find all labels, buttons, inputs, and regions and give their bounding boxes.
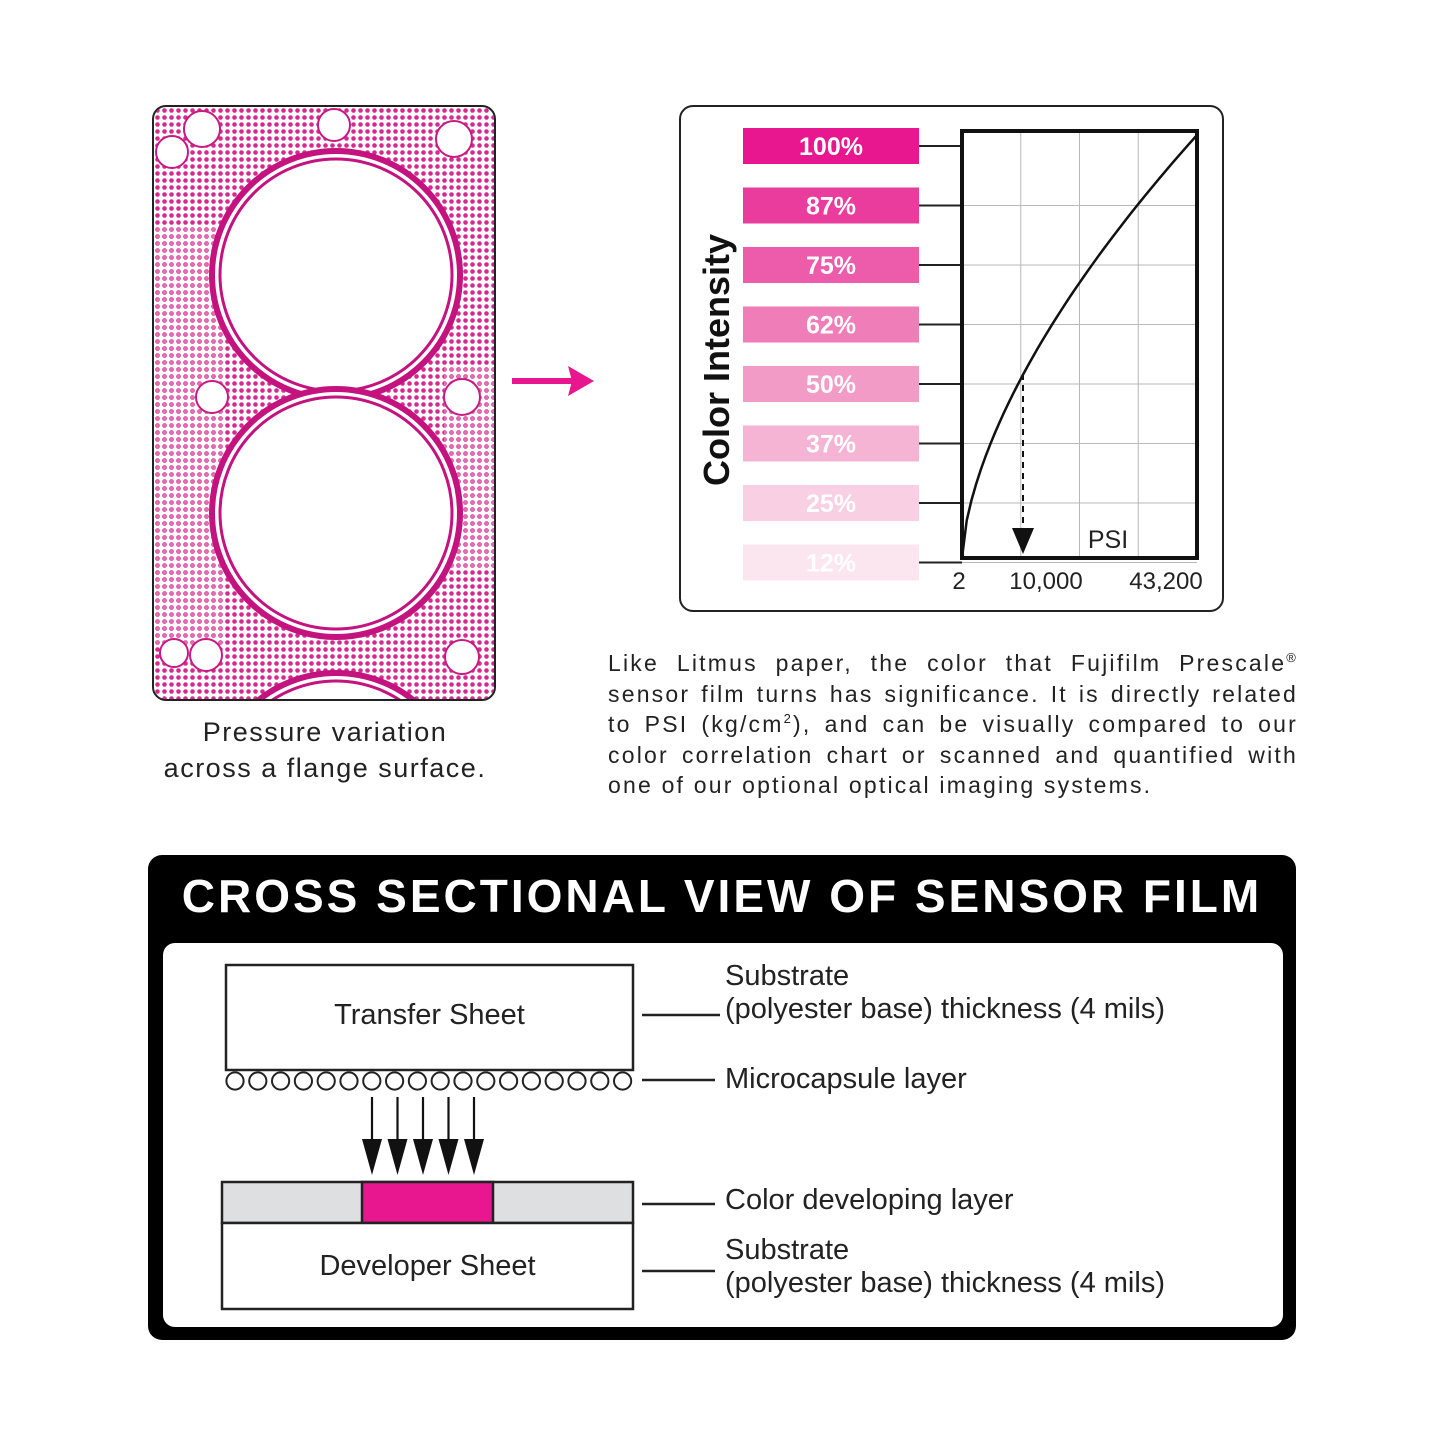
intensity-label: 100% [799,133,863,161]
microcapsule [590,1071,610,1091]
microcapsule [544,1071,564,1091]
x-tick-label: 2 [952,568,965,595]
intensity-swatch [743,425,919,462]
intensity-swatch [743,128,919,164]
intensity-label: 62% [806,312,856,340]
microcapsule [248,1071,268,1091]
description-line2: sensor film turns has significance. It i… [608,680,1298,707]
intensity-label: 25% [806,490,856,518]
intensity-swatch [743,247,919,283]
x-tick-label: 43,200 [1129,568,1202,595]
microcapsule [499,1071,519,1091]
microcapsule [293,1071,313,1091]
intensity-label: 12% [806,550,856,578]
microcapsule [613,1071,633,1091]
gasket-caption-line1: Pressure variation [202,717,448,747]
cross-section-panel: CROSS SECTIONAL VIEW OF SENSOR FILM Tran… [148,855,1296,1340]
microcapsule [407,1071,427,1091]
cross-section-drawing [220,963,720,1311]
intensity-label: 50% [806,371,856,399]
microcapsule [385,1071,405,1091]
registered-mark: ® [1286,650,1298,665]
microcapsule [521,1071,541,1091]
plot-frame [960,129,1199,560]
x-axis-title: PSI [1088,526,1128,554]
highlight-arrowhead [1012,528,1034,554]
pressure-arrowhead [464,1139,484,1175]
developed-color-area [360,1180,495,1225]
developer-sheet-label: Developer Sheet [319,1250,536,1282]
pressure-arrows [362,1097,484,1175]
gasket-illustration [154,107,494,699]
description-paragraph: Like Litmus paper, the color that Fujifi… [608,648,1298,801]
substrate-top-line2: (polyester base) thickness (4 mils) [725,993,1165,1025]
pressure-arrowhead [387,1139,408,1175]
description-line3b: ), and can be visually compared to our [793,711,1298,737]
microcapsule-row [225,1071,633,1091]
intensity-label: 87% [806,193,856,221]
developer-sheet-box [220,1221,635,1311]
substrate-bottom-label: Substrate (polyester base) thickness (4 … [725,1234,1165,1300]
description-line1: Like Litmus paper, the color that Fujifi… [608,650,1287,676]
intensity-swatch [743,187,919,224]
arrow-right-icon [512,366,594,396]
gasket-caption: Pressure variation across a flange surfa… [110,714,540,786]
x-tick-label: 10,000 [1009,568,1082,595]
microcapsule-label: Microcapsule layer [725,1063,967,1095]
microcapsule [339,1071,359,1091]
substrate-bottom-line2: (polyester base) thickness (4 mils) [725,1267,1165,1299]
superscript-2: 2 [783,711,794,726]
transfer-sheet-label: Transfer Sheet [334,999,525,1031]
pressure-arrowhead [413,1139,433,1175]
description-line4: color correlation chart or scanned and q… [608,741,1298,768]
y-axis-title: Color Intensity [696,233,737,487]
intensity-swatch [743,366,919,402]
gasket-caption-line2: across a flange surface. [163,753,487,783]
transfer-sheet-box [224,963,635,1072]
chart-plot: 100% 87% 75% 62% 50% 37% 25% 12% PSI 2 10,000 43,20… [743,128,1203,595]
intensity-label: 75% [806,252,856,280]
microcapsule [362,1071,382,1091]
substrate-top-line1: Substrate [725,960,850,992]
microcapsule [271,1071,291,1091]
description-line3a: to PSI (kg/cm [608,711,784,737]
cross-section-title: CROSS SECTIONAL VIEW OF SENSOR FILM [181,870,1263,922]
microcapsule [567,1071,587,1091]
intensity-swatch [743,485,919,521]
intensity-swatch [743,544,919,581]
intensity-curve [960,134,1198,559]
pressure-arrowhead [362,1139,382,1175]
substrate-bottom-line1: Substrate [725,1234,850,1266]
microcapsule [316,1071,336,1091]
substrate-top-label: Substrate (polyester base) thickness (4 … [725,960,1165,1026]
microcapsule [453,1071,473,1091]
gasket-pressure-image [152,105,496,701]
pressure-arrowhead [438,1139,459,1175]
microcapsule [225,1071,245,1091]
cross-section-diagram: Transfer Sheet Developer Sheet Substrate… [163,943,1283,1327]
microcapsule [476,1071,496,1091]
intensity-swatch [743,306,919,343]
intensity-label: 37% [806,431,856,459]
microcapsule [430,1071,450,1091]
description-line5: one of our optional optical imaging syst… [608,772,1153,798]
color-developing-label: Color developing layer [725,1184,1014,1216]
